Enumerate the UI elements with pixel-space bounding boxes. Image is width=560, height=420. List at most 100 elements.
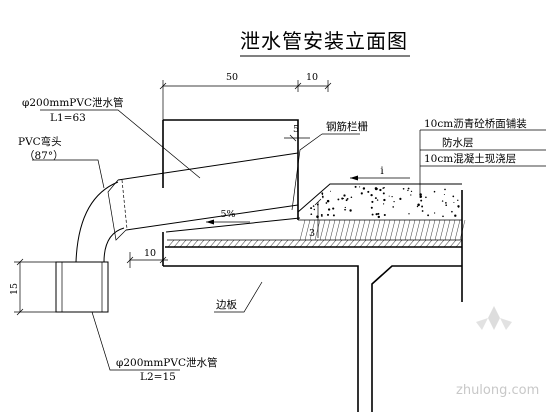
hatch-line	[299, 239, 307, 248]
hatch-line	[173, 239, 181, 248]
hatch-line	[344, 219, 351, 241]
aggregate-dot	[326, 199, 330, 203]
aggregate-dot	[346, 197, 349, 200]
hatch-line	[324, 219, 331, 241]
label-concrete: 10cm混凝土现浇层	[424, 152, 516, 165]
hatch-line	[221, 239, 229, 248]
hatch-line	[365, 239, 373, 248]
label-pipe-top-1: φ200mmPVC泄水管	[22, 96, 124, 109]
hatch-line	[304, 219, 311, 241]
cast-layer-hatch	[167, 219, 466, 248]
aggregate-dot	[391, 195, 393, 198]
aggregate-dot	[433, 190, 436, 193]
aggregate-dot	[337, 198, 340, 201]
aggregate-dot	[354, 185, 357, 188]
aggregate-dot	[375, 213, 378, 216]
aggregate-dot	[321, 215, 323, 217]
drain-pipe-top	[107, 152, 299, 241]
watermark: zhulong.com	[456, 306, 539, 398]
hatch-line	[371, 239, 379, 248]
hatch-line	[263, 239, 271, 248]
hatch-line	[419, 219, 426, 241]
hatch-line	[167, 239, 175, 248]
aggregate-dot	[383, 198, 386, 202]
aggregate-dot	[377, 215, 381, 219]
hatch-line	[353, 239, 361, 248]
aggregate-dot	[344, 208, 346, 211]
hatch-line	[389, 219, 396, 241]
dimension-10-left: 10	[126, 248, 168, 268]
hatch-line	[455, 239, 463, 248]
hatch-line	[227, 239, 235, 248]
hatch-line	[374, 219, 381, 241]
pvc-elbow	[75, 181, 125, 263]
dimension-5: 5	[284, 124, 310, 142]
aggregate-dot	[377, 212, 380, 215]
hatch-line	[239, 239, 247, 248]
hatch-line	[354, 219, 361, 241]
aggregate-dot	[374, 187, 378, 190]
hatch-line	[359, 219, 366, 241]
aggregate-dot	[312, 205, 315, 207]
dimension-15: 15	[9, 258, 56, 316]
aggregate-dot	[421, 205, 424, 208]
aggregate-dot	[376, 199, 379, 201]
hatch-line	[404, 219, 411, 241]
aggregate-dot	[417, 203, 420, 207]
aggregate-dot	[327, 208, 331, 211]
hatch-line	[407, 239, 415, 248]
aggregate-dot	[443, 193, 445, 196]
hatch-line	[434, 219, 441, 241]
hatch-line	[275, 239, 283, 248]
dim-10-left: 10	[144, 248, 156, 259]
hatch-line	[399, 219, 406, 241]
hatch-line	[311, 239, 319, 248]
asphalt-layer	[297, 183, 462, 221]
hatch-line	[439, 219, 446, 241]
aggregate-dot	[410, 190, 413, 193]
hatch-line	[305, 239, 313, 248]
slope-arrowhead	[206, 219, 214, 225]
hatch-line	[409, 219, 416, 241]
aggregate-dot	[360, 192, 363, 195]
aggregate-dot	[416, 205, 419, 208]
dim-10-top: 10	[306, 72, 318, 83]
watermark-text: zhulong.com	[456, 383, 539, 398]
aggregate-dot	[392, 206, 395, 208]
hatch-line	[257, 239, 265, 248]
edge-slab	[162, 119, 463, 412]
aggregate-dot	[402, 187, 405, 190]
aggregate-dot	[399, 197, 402, 201]
aggregate-dot	[370, 206, 373, 209]
aggregate-dot	[453, 201, 455, 204]
hatch-line	[359, 239, 367, 248]
dim-5: 5	[293, 124, 299, 135]
hatch-line	[444, 219, 451, 241]
dim-15: 15	[9, 283, 20, 295]
slope-i-label: i	[380, 165, 384, 177]
label-asphalt: 10cm沥青砼桥面铺装	[424, 117, 527, 130]
label-elbow-2: （87°）	[24, 150, 64, 162]
label-elbow-1: PVC弯头	[18, 135, 62, 148]
dimension-top: 50 10	[159, 72, 332, 120]
aggregate-dot	[321, 192, 324, 195]
aggregate-dot	[382, 192, 385, 195]
aggregate-dot	[341, 197, 344, 200]
hatch-line	[314, 219, 321, 241]
aggregate-dot	[441, 200, 444, 202]
aggregate-dot	[421, 210, 424, 212]
dim-50: 50	[226, 72, 238, 83]
aggregate-dot	[371, 200, 374, 203]
hatch-line	[449, 239, 457, 248]
dimension-3: 3	[309, 198, 322, 239]
hatch-line	[203, 239, 211, 248]
hatch-line	[425, 239, 433, 248]
aggregate-dot	[310, 207, 313, 210]
aggregate-dot	[444, 188, 446, 191]
hatch-line	[293, 239, 301, 248]
hatch-line	[429, 219, 436, 241]
hatch-line	[334, 219, 341, 241]
slope-line	[165, 217, 301, 233]
